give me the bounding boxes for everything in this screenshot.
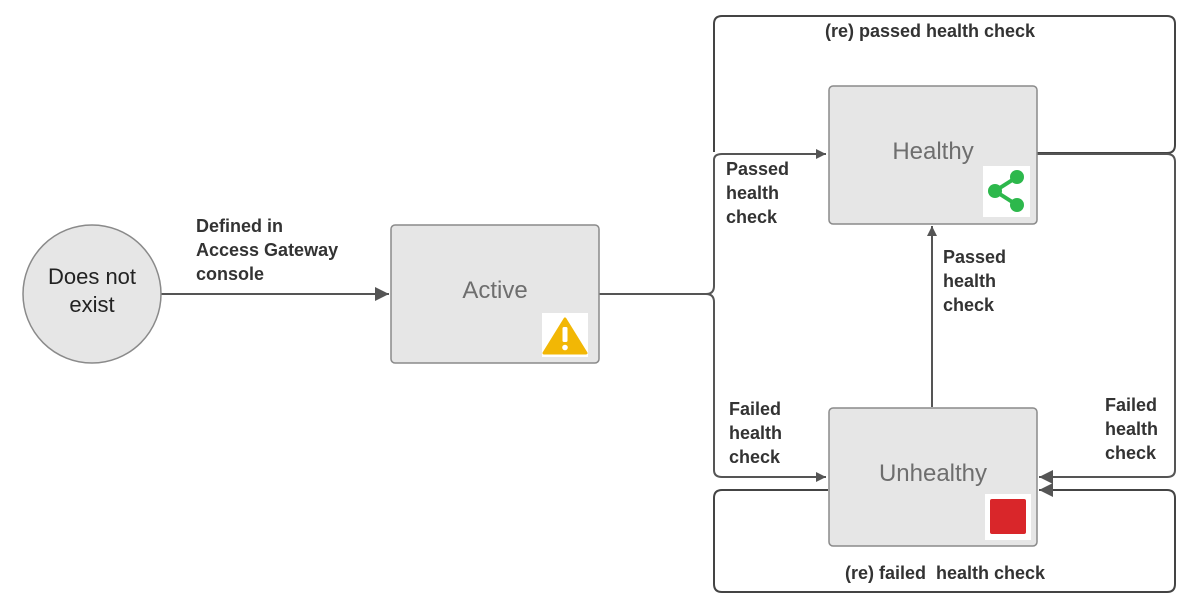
- node-does-not-exist-label-line-1: Does not: [48, 264, 136, 289]
- edge-unhealthy-to-healthy-label: Passed health check: [943, 247, 1006, 315]
- edge-re-failed-label: (re) failed health check: [845, 563, 1046, 583]
- edge-active-to-unhealthy-label: Failed health check: [729, 399, 782, 467]
- node-unhealthy-label: Unhealthy: [879, 460, 987, 487]
- edge-active-to-unhealthy-label-line-3: check: [729, 447, 781, 467]
- edge-defined-label-line-1: Defined in: [196, 216, 283, 236]
- edge-active-to-unhealthy: [705, 293, 826, 482]
- node-unhealthy: Unhealthy: [828, 407, 1038, 547]
- node-healthy: Healthy: [828, 85, 1038, 225]
- loop-re-passed-frame: [713, 15, 1176, 154]
- edge-active-to-healthy-label-line-2: health: [726, 183, 779, 203]
- stop-icon: [985, 494, 1031, 540]
- edge-active-to-unhealthy-label-line-1: Failed: [729, 399, 781, 419]
- edge-active-to-healthy-label-line-1: Passed: [726, 159, 789, 179]
- edge-healthy-to-unhealthy-label-line-1: Failed: [1105, 395, 1157, 415]
- edge-active-to-healthy-label-line-3: check: [726, 207, 778, 227]
- edge-active-trunk: [599, 149, 826, 295]
- edge-re-passed-label: (re) passed health check: [825, 21, 1036, 41]
- edge-healthy-to-unhealthy: [1037, 153, 1176, 484]
- share-icon: [983, 166, 1030, 217]
- edge-unhealthy-to-healthy-label-line-3: check: [943, 295, 995, 315]
- edge-unhealthy-to-healthy-label-line-2: health: [943, 271, 996, 291]
- node-active: Active: [390, 224, 600, 364]
- node-does-not-exist: Does not exist: [22, 224, 162, 364]
- edge-defined-label-line-3: console: [196, 264, 264, 284]
- edge-active-to-healthy-label: Passed health check: [726, 159, 789, 227]
- edge-healthy-to-unhealthy-label: Failed health check: [1105, 395, 1158, 463]
- loop-re-failed-frame: [713, 483, 1176, 593]
- warning-icon: [542, 313, 588, 357]
- edge-unhealthy-to-healthy-label-line-1: Passed: [943, 247, 1006, 267]
- node-does-not-exist-label-line-2: exist: [69, 292, 114, 317]
- edge-defined-label: Defined in Access Gateway console: [196, 216, 338, 284]
- edge-active-to-unhealthy-label-line-2: health: [729, 423, 782, 443]
- edge-defined-label-line-2: Access Gateway: [196, 240, 338, 260]
- node-healthy-label: Healthy: [892, 138, 973, 165]
- edge-healthy-to-unhealthy-label-line-3: check: [1105, 443, 1157, 463]
- node-active-label: Active: [462, 277, 527, 304]
- edge-healthy-to-unhealthy-label-line-2: health: [1105, 419, 1158, 439]
